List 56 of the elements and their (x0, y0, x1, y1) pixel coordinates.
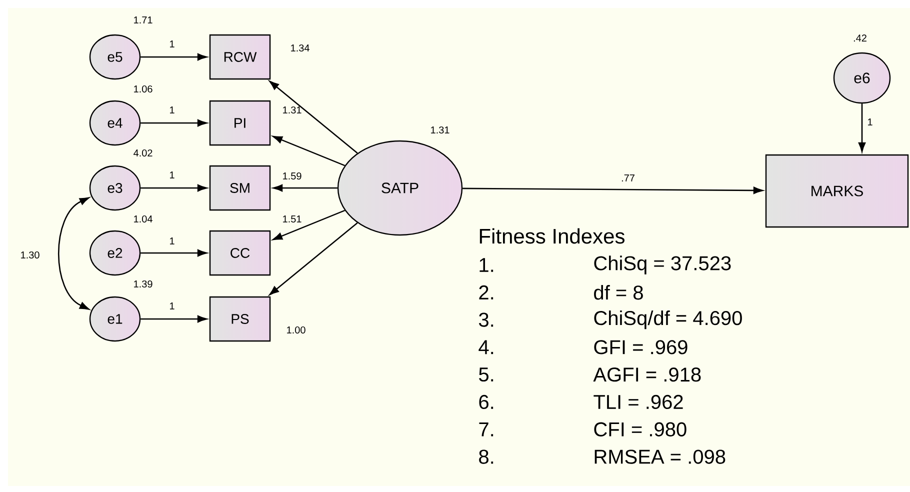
edge-label: 1 (170, 238, 174, 244)
edge-label: .77 (622, 174, 634, 182)
fit-index: CFI = .980 (594, 422, 686, 436)
edge-label: 1 (868, 118, 872, 126)
item-number: 8. (479, 450, 494, 464)
item-number: 3. (478, 312, 494, 327)
edge-label: 1 (170, 40, 174, 48)
fit-index: ChiSq/df = 4.690 (594, 310, 742, 330)
arrow (140, 184, 208, 192)
arrow (140, 119, 208, 127)
rectangle-node: CC (209, 230, 271, 276)
estimate-label: 1.59 (283, 172, 302, 180)
estimate-label: 1.31 (431, 126, 450, 134)
fit-index: RMSEA = .098 (594, 450, 726, 464)
estimate-label: 1.34 (291, 44, 310, 52)
estimate-label: .42 (854, 34, 866, 42)
estimate-label: 1.00 (287, 326, 306, 334)
item-number: 4. (478, 340, 494, 354)
fit-index: ChiSq = 37.523 (594, 256, 731, 274)
item-number: 6. (479, 394, 494, 410)
item-number: 1. (480, 258, 494, 272)
rectangle-node: MARKS (765, 154, 909, 228)
edge-label: 1 (170, 302, 174, 310)
fit-index: AGFI = .918 (593, 368, 701, 382)
edge-label: 1 (170, 172, 174, 178)
rectangle-node: SM (209, 165, 271, 211)
arrow (272, 184, 338, 192)
arrow (140, 53, 208, 61)
item-number: 5. (479, 368, 494, 382)
arrow (462, 186, 764, 194)
arrow (269, 80, 358, 154)
arrow (58, 197, 90, 310)
estimate-label: 1.04 (134, 215, 152, 223)
item-number: 7. (479, 422, 494, 436)
rectangle-node: PS (209, 296, 271, 342)
arrow (858, 104, 866, 152)
fit-index: df = 8 (594, 285, 643, 300)
rectangle-node: RCW (209, 34, 271, 80)
estimate-label: 1.31 (283, 106, 302, 114)
arrow (272, 210, 346, 240)
arrow (140, 249, 208, 257)
table-heading: Fitness Indexes (480, 228, 624, 244)
estimate-label: 1.39 (134, 280, 152, 288)
edge-label: 1 (170, 106, 174, 114)
item-number: 2. (479, 285, 494, 300)
estimate-label: 1.06 (134, 85, 152, 93)
fit-index: TLI = .962 (594, 394, 683, 410)
edge-label: 1.30 (21, 251, 40, 259)
fit-index: GFI = .969 (594, 340, 688, 354)
arrow (269, 222, 358, 296)
rectangle-node: PI (209, 100, 271, 146)
estimate-label: 4.02 (134, 149, 152, 157)
estimate-label: 1.51 (283, 216, 302, 222)
arrow (272, 136, 346, 166)
arrow (140, 315, 208, 323)
estimate-label: 1.71 (134, 16, 152, 24)
